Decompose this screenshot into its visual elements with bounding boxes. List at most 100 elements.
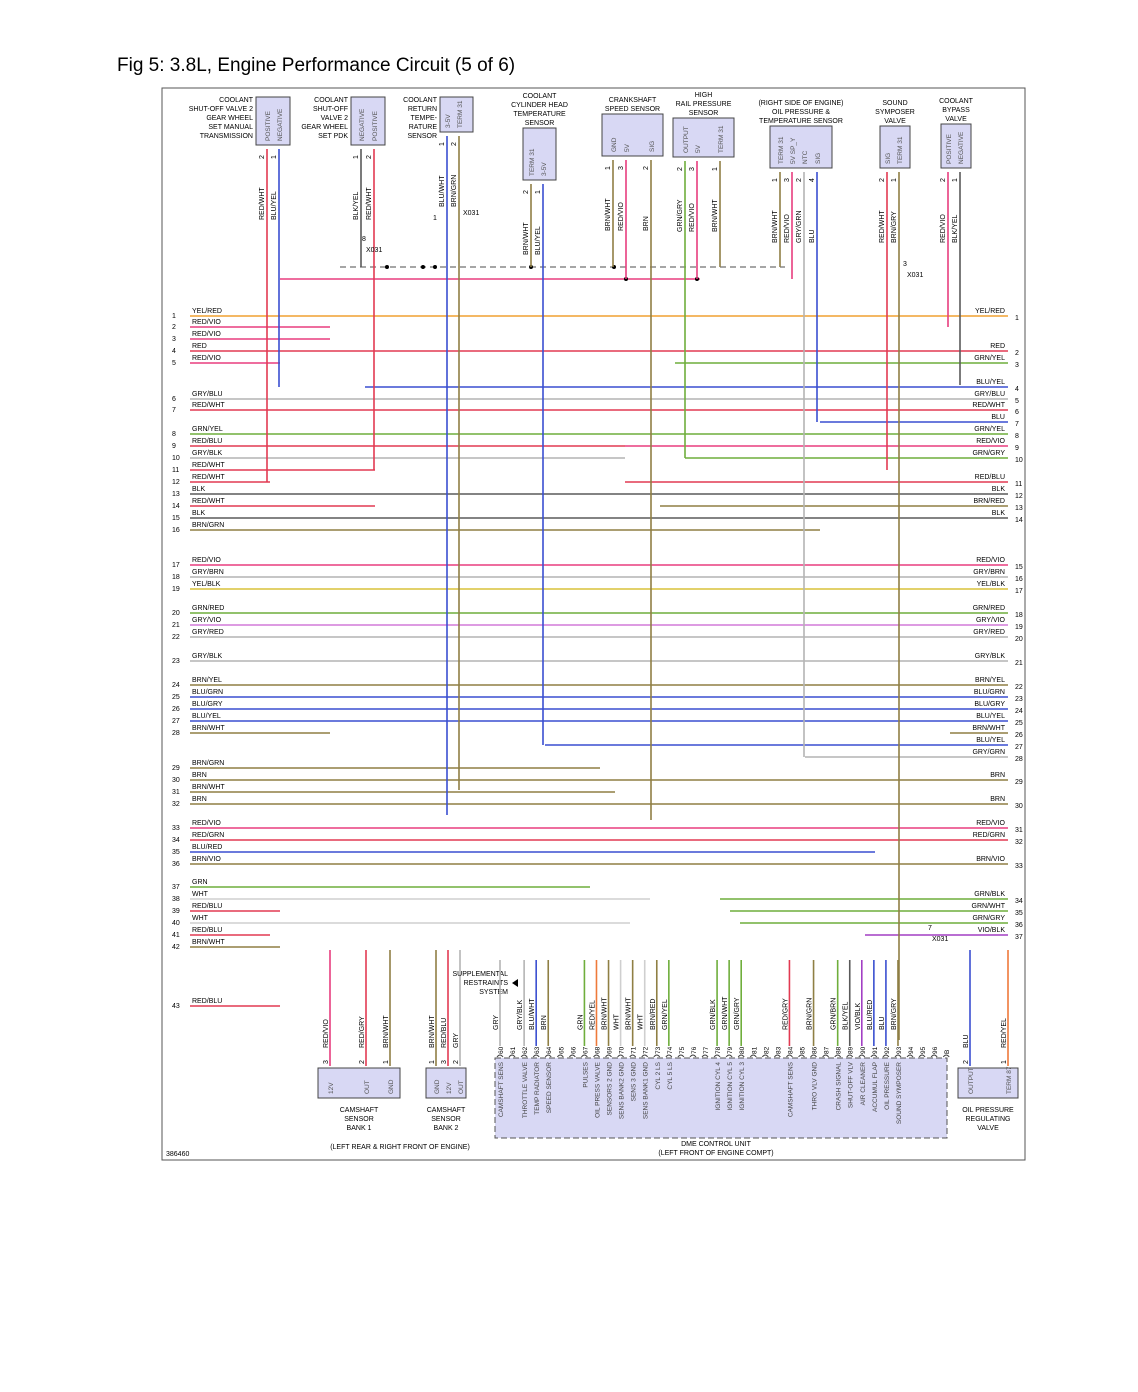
right-wire-label: BLU/YEL bbox=[976, 379, 1005, 386]
left-wire-label: GRY/BRN bbox=[192, 569, 224, 576]
dme-pin-number: 65 bbox=[558, 1046, 565, 1054]
dme-pin-number: 66 bbox=[570, 1046, 577, 1054]
pin-function: GND bbox=[434, 1079, 441, 1094]
dme-pin-wire-label: BRN/WHT bbox=[626, 997, 633, 1030]
left-wire-number: 32 bbox=[172, 801, 180, 808]
dme-pin-number: 80 bbox=[739, 1046, 746, 1054]
component-name: SHUT-OFF VALVE 2 bbox=[189, 106, 253, 113]
pin-number: 1 bbox=[271, 155, 278, 159]
pin-function: 5V SP_Y bbox=[790, 137, 797, 164]
top-component-box bbox=[439, 96, 474, 133]
pin-number: 1 bbox=[353, 155, 360, 159]
dme-pin-function: IGNITION CYL 4 bbox=[715, 1062, 722, 1111]
dme-pin-function: OIL PRESSURE bbox=[884, 1061, 891, 1109]
left-wire-number: 1 bbox=[172, 313, 176, 320]
right-wire-label: BRN/VIO bbox=[976, 856, 1005, 863]
left-wire-number: 19 bbox=[172, 586, 180, 593]
pin-wire-label: RED/YEL bbox=[1001, 1018, 1008, 1048]
dme-pin-wire-label: BLU bbox=[879, 1016, 886, 1030]
left-wire-number: 39 bbox=[172, 908, 180, 915]
dme-pin-wire-label: BLU/WHT bbox=[529, 998, 536, 1030]
right-wire-label: BLU bbox=[991, 414, 1005, 421]
left-wire-number: 13 bbox=[172, 491, 180, 498]
right-wire-label: BLU/GRN bbox=[974, 689, 1005, 696]
dme-pin-wire-label: BLU/RED bbox=[867, 1000, 874, 1030]
right-wire-number: 33 bbox=[1015, 863, 1023, 870]
right-wire-number: 8 bbox=[1015, 433, 1019, 440]
dme-pin-number: 83 bbox=[775, 1046, 782, 1054]
left-wire-number: 26 bbox=[172, 706, 180, 713]
pin-socket-icon bbox=[761, 1054, 769, 1058]
dme-pin-number: 74 bbox=[667, 1046, 674, 1054]
component-name: SYMPOSER bbox=[875, 109, 915, 116]
pin-wire-label: BRN/WHT bbox=[772, 210, 779, 243]
right-wire-number: 30 bbox=[1015, 803, 1023, 810]
right-wire-number: 25 bbox=[1015, 720, 1023, 727]
dme-pin-function: SHUT-OFF VLV bbox=[848, 1061, 855, 1108]
dme-pin-number: 60 bbox=[498, 1046, 505, 1054]
left-wire-number: 3 bbox=[172, 336, 176, 343]
left-wire-label: BRN bbox=[192, 796, 207, 803]
left-wire-number: 20 bbox=[172, 610, 180, 617]
left-wire-label: RED/GRN bbox=[192, 832, 224, 839]
top-component-box bbox=[522, 127, 557, 181]
left-wire-label: WHT bbox=[192, 891, 209, 898]
pin-function: TERM 31 bbox=[897, 136, 904, 164]
right-wire-label: YEL/BLK bbox=[977, 581, 1006, 588]
dme-pin-number: 87 bbox=[824, 1046, 831, 1054]
right-wire-label: BLU/YEL bbox=[976, 737, 1005, 744]
left-wire-label: GRY/VIO bbox=[192, 617, 222, 624]
pin-wire-label: BRN bbox=[643, 216, 650, 231]
camshaft-bank1-name: CAMSHAFT bbox=[340, 1107, 379, 1114]
pin-function: 5V bbox=[624, 143, 631, 152]
left-wire-label: RED/VIO bbox=[192, 557, 221, 564]
left-wire-number: 29 bbox=[172, 765, 180, 772]
dme-pin-function: PULSES bbox=[582, 1061, 589, 1087]
left-wire-label: RED/VIO bbox=[192, 355, 221, 362]
pin-number: 1 bbox=[891, 178, 898, 182]
dme-pin-number: 69 bbox=[607, 1046, 614, 1054]
dme-pin-number: 88 bbox=[836, 1046, 843, 1054]
pin-wire-label: BLU bbox=[809, 229, 816, 243]
dme-pin-wire-label: GRN/YEL bbox=[662, 999, 669, 1030]
dme-pin-wire-label: GRY bbox=[493, 1015, 500, 1030]
right-wire-number: 19 bbox=[1015, 624, 1023, 631]
dme-pin-wire-label: VIO/BLK bbox=[855, 1002, 862, 1030]
right-wire-number: 16 bbox=[1015, 576, 1023, 583]
right-wire-number: 12 bbox=[1015, 493, 1023, 500]
top-component-box bbox=[255, 96, 291, 146]
pin-socket-icon bbox=[882, 1054, 890, 1058]
pin-socket-icon bbox=[665, 1054, 673, 1058]
pin-socket-icon bbox=[834, 1054, 842, 1058]
figure-title: Fig 5: 3.8L, Engine Performance Circuit … bbox=[117, 55, 516, 76]
left-wire-number: 9 bbox=[172, 443, 176, 450]
right-wire-label: VIO/BLK bbox=[978, 927, 1006, 934]
srs-label: SUPPLEMENTAL bbox=[453, 971, 509, 978]
pin-socket-icon bbox=[870, 1054, 878, 1058]
pin-socket-icon bbox=[810, 1054, 817, 1058]
right-wire-label: RED/VIO bbox=[976, 438, 1005, 445]
left-wire-label: RED/VIO bbox=[192, 331, 221, 338]
pin-number: 1 bbox=[439, 142, 446, 146]
right-wire-number: 4 bbox=[1015, 386, 1019, 393]
pin-socket-icon bbox=[725, 1054, 733, 1058]
right-wire-number: 35 bbox=[1015, 910, 1023, 917]
pin-number: 3 bbox=[784, 178, 791, 182]
connector-pin: 7 bbox=[928, 925, 932, 932]
oil-pressure-valve-box bbox=[957, 1067, 1019, 1099]
pin-number: 1 bbox=[535, 190, 542, 194]
component-name: SPEED SENSOR bbox=[605, 106, 660, 113]
left-wire-label: RED/WHT bbox=[192, 402, 225, 409]
left-wire-label: BLU/YEL bbox=[192, 713, 221, 720]
component-name: COOLANT bbox=[939, 98, 974, 105]
right-wire-label: RED/WHT bbox=[972, 402, 1005, 409]
left-wire-number: 35 bbox=[172, 849, 180, 856]
dme-pin-number: B bbox=[944, 1050, 951, 1054]
pin-number: 3 bbox=[441, 1060, 448, 1064]
dme-control-unit-box bbox=[494, 1057, 948, 1139]
connector-pin: 8 bbox=[362, 236, 366, 243]
right-wire-label: BRN bbox=[990, 796, 1005, 803]
left-wire-number: 34 bbox=[172, 837, 180, 844]
left-wire-number: 4 bbox=[172, 348, 176, 355]
